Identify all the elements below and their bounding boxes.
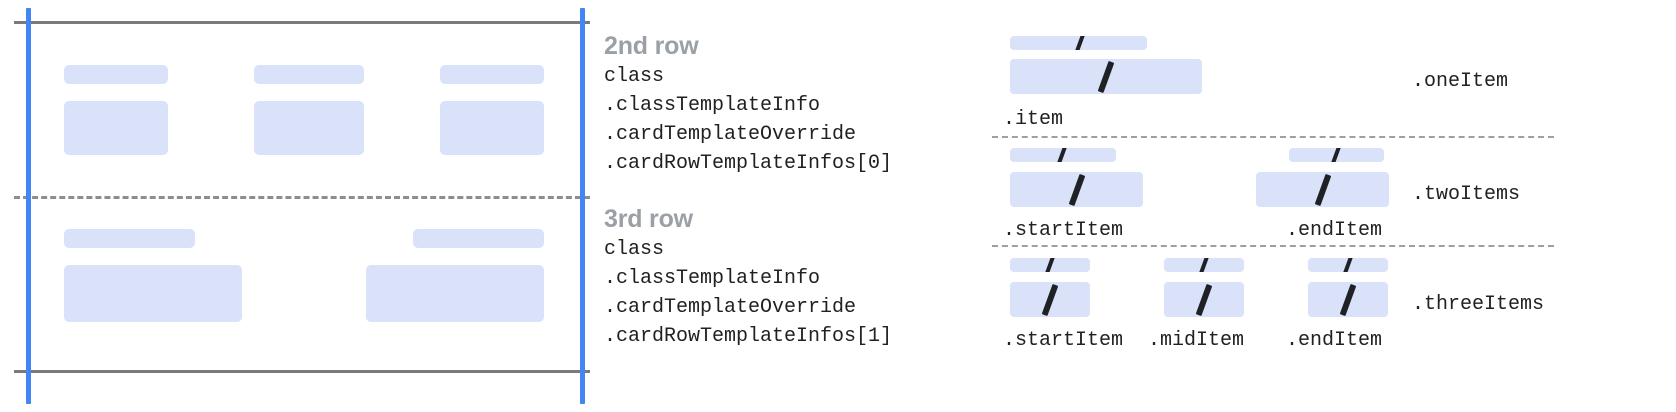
- annotation-line: .cardRowTemplateInfos[0]: [604, 152, 893, 175]
- cell-title-bar: [64, 65, 168, 84]
- slash-icon: [1074, 36, 1086, 50]
- slash-icon: [1330, 148, 1342, 162]
- annotation-line: .cardRowTemplateInfos[1]: [604, 325, 893, 348]
- slash-icon: [1041, 283, 1059, 317]
- item-label: .endItem: [1286, 329, 1383, 352]
- cell-body-box: [254, 101, 364, 155]
- legend-right-label: .oneItem: [1412, 70, 1509, 93]
- item-top-bar: [1010, 36, 1147, 50]
- annotation-line: class: [604, 65, 665, 88]
- cell-body-box: [64, 265, 242, 322]
- card-top-rule: [14, 21, 590, 24]
- slash-icon: [1044, 258, 1056, 272]
- slash-icon: [1342, 258, 1354, 272]
- item-label: .startItem: [1003, 329, 1124, 352]
- annotation-heading: 2nd row: [604, 32, 699, 60]
- legend-separator-2: [992, 245, 1554, 247]
- cell-body-box: [64, 101, 168, 155]
- item-body-box: [1010, 172, 1143, 207]
- item-label: .item: [1003, 108, 1064, 131]
- cell-body-box: [440, 101, 544, 155]
- item-top-bar: [1308, 258, 1388, 272]
- annotation-heading: 3rd row: [604, 205, 693, 233]
- annotation-line: .cardTemplateOverride: [604, 296, 857, 319]
- item-label: .startItem: [1003, 219, 1124, 242]
- slash-icon: [1097, 60, 1115, 94]
- item-body-box: [1010, 282, 1090, 317]
- card-row-separator: [14, 196, 590, 199]
- cell-title-bar: [413, 229, 544, 248]
- item-top-bar: [1010, 148, 1116, 162]
- card-left-guide: [26, 8, 31, 404]
- slash-icon: [1198, 258, 1210, 272]
- item-label: .endItem: [1286, 219, 1383, 242]
- annotation-line: .cardTemplateOverride: [604, 123, 857, 146]
- slash-icon: [1195, 283, 1213, 317]
- item-top-bar: [1164, 258, 1244, 272]
- item-body-box: [1256, 172, 1389, 207]
- slash-icon: [1314, 173, 1332, 207]
- annotation-line: .classTemplateInfo: [604, 94, 821, 117]
- item-label: .midItem: [1148, 329, 1245, 352]
- annotation-line: class: [604, 238, 665, 261]
- slash-icon: [1056, 148, 1068, 162]
- card-bottom-rule: [14, 370, 590, 373]
- annotation-block-2nd-row: 2nd row class .classTemplateInfo .cardTe…: [604, 31, 892, 178]
- legend-separator-1: [992, 136, 1554, 138]
- cell-body-box: [366, 265, 544, 322]
- slash-icon: [1068, 173, 1086, 207]
- cell-title-bar: [64, 229, 195, 248]
- item-top-bar: [1010, 258, 1090, 272]
- cell-title-bar: [254, 65, 364, 84]
- annotation-block-3rd-row: 3rd row class .classTemplateInfo .cardTe…: [604, 204, 892, 351]
- legend-right-label: .twoItems: [1412, 183, 1521, 206]
- item-body-box: [1308, 282, 1388, 317]
- annotation-line: .classTemplateInfo: [604, 267, 821, 290]
- slash-icon: [1339, 283, 1357, 317]
- item-top-bar: [1289, 148, 1384, 162]
- item-body-box: [1010, 59, 1202, 94]
- item-body-box: [1164, 282, 1244, 317]
- cell-title-bar: [440, 65, 544, 84]
- legend-right-label: .threeItems: [1412, 293, 1545, 316]
- card-right-guide: [580, 8, 585, 404]
